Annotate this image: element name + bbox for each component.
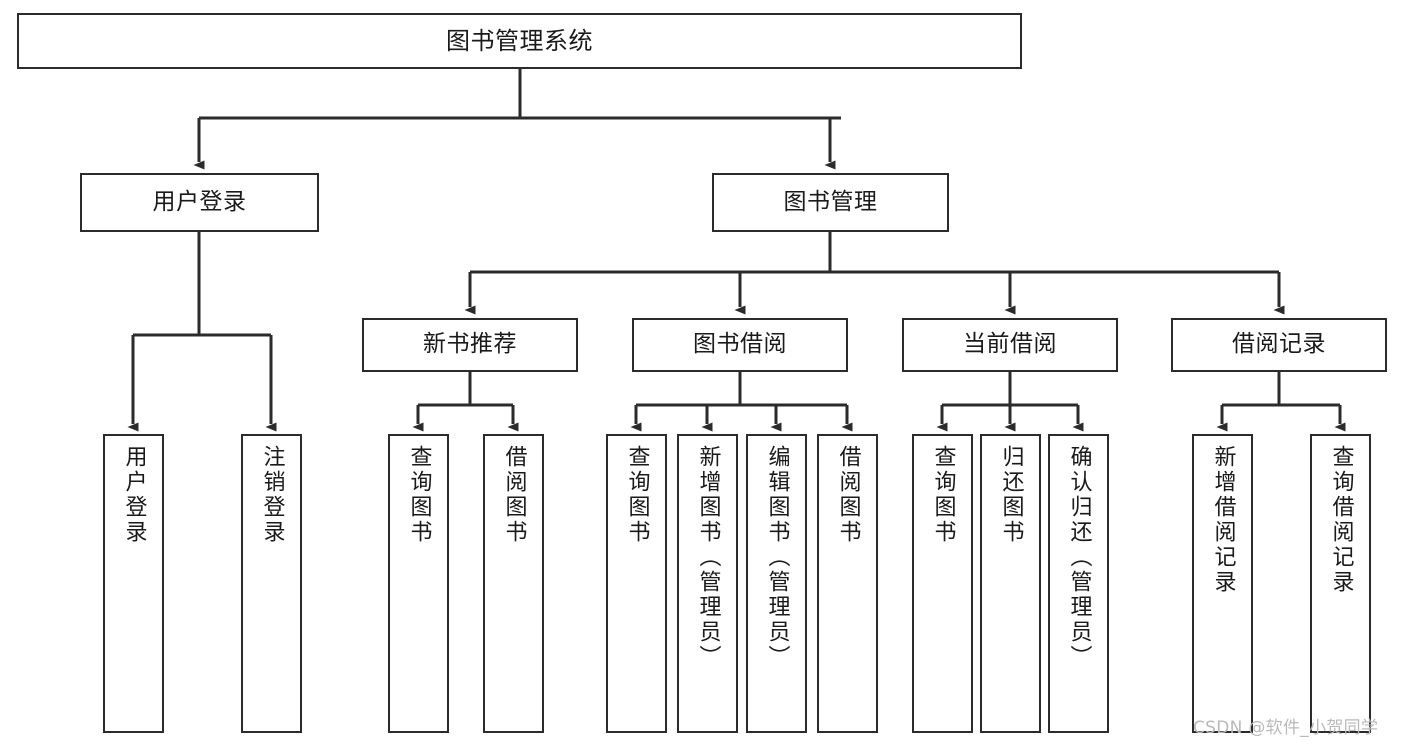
leaf-record-query-record[interactable]: 查询借阅记录 [1310, 434, 1371, 733]
leaf-current-confirm-return-admin[interactable]: 确认归还（管理员） [1048, 434, 1109, 733]
node-label: 新增图书（管理员） [695, 445, 721, 670]
leaf-user-login-login[interactable]: 用户登录 [103, 434, 164, 733]
leaf-recommend-query-book[interactable]: 查询图书 [388, 434, 449, 733]
node-label: 图书管理系统 [446, 26, 593, 55]
node-label: 借阅记录 [1232, 331, 1326, 358]
node-label: 图书借阅 [693, 331, 787, 358]
leaf-user-login-logout[interactable]: 注销登录 [241, 434, 302, 733]
node-book-borrow[interactable]: 图书借阅 [632, 318, 848, 372]
leaf-recommend-borrow-book[interactable]: 借阅图书 [483, 434, 544, 733]
leaf-borrow-edit-book-admin[interactable]: 编辑图书（管理员） [746, 434, 807, 733]
node-label: 查询图书 [930, 445, 956, 545]
node-label: 用户登录 [121, 445, 147, 545]
node-current-borrow[interactable]: 当前借阅 [902, 318, 1118, 372]
watermark-text: CSDN @软件_小贺同学 [1193, 718, 1379, 738]
node-borrow-record[interactable]: 借阅记录 [1171, 318, 1387, 372]
node-user-login[interactable]: 用户登录 [80, 173, 319, 232]
node-label: 借阅图书 [501, 445, 527, 545]
leaf-current-return-book[interactable]: 归还图书 [980, 434, 1041, 733]
leaf-borrow-borrow-book[interactable]: 借阅图书 [817, 434, 878, 733]
node-root-system[interactable]: 图书管理系统 [17, 13, 1022, 69]
node-label: 确认归还（管理员） [1066, 445, 1092, 670]
leaf-current-query-book[interactable]: 查询图书 [912, 434, 973, 733]
node-label: 借阅图书 [835, 445, 861, 545]
node-label: 当前借阅 [963, 331, 1057, 358]
leaf-borrow-add-book-admin[interactable]: 新增图书（管理员） [677, 434, 738, 733]
node-new-book-recommend[interactable]: 新书推荐 [362, 318, 578, 372]
node-label: 归还图书 [998, 445, 1024, 545]
node-label: 查询图书 [624, 445, 650, 545]
node-label: 查询图书 [406, 445, 432, 545]
node-label: 新书推荐 [423, 331, 517, 358]
node-label: 用户登录 [152, 188, 247, 215]
node-label: 新增借阅记录 [1210, 445, 1236, 595]
node-label: 编辑图书（管理员） [764, 445, 790, 670]
node-label: 图书管理 [783, 188, 878, 215]
leaf-borrow-query-book[interactable]: 查询图书 [606, 434, 667, 733]
node-book-management[interactable]: 图书管理 [712, 173, 949, 232]
leaf-record-add-record[interactable]: 新增借阅记录 [1192, 434, 1253, 733]
node-label: 查询借阅记录 [1328, 445, 1354, 595]
node-label: 注销登录 [259, 445, 285, 545]
